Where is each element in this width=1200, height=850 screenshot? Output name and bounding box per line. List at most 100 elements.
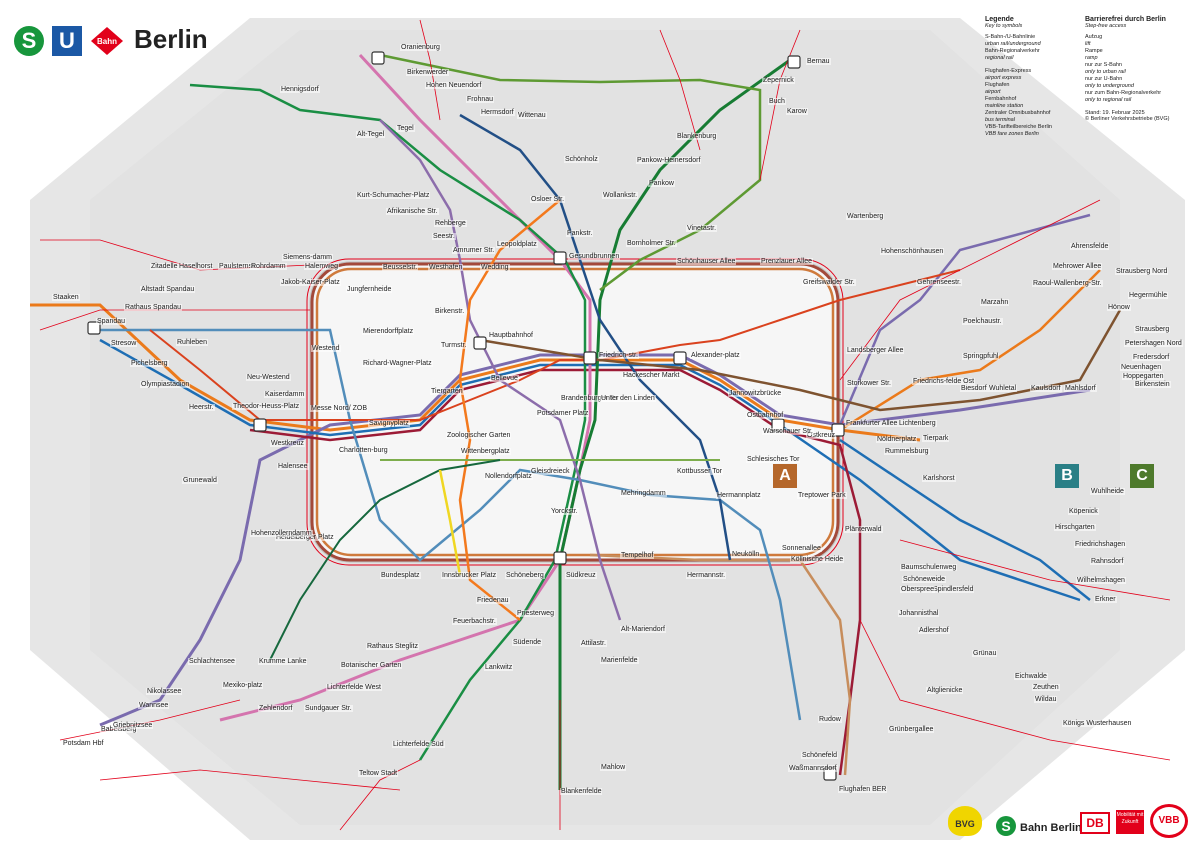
- legend-item: Flughafen-Express: [985, 68, 1032, 74]
- legend-item: airport: [985, 89, 1001, 95]
- fare-zone-c-label: C: [1130, 464, 1154, 488]
- station-label-amrumer: Amrumer Str.: [452, 247, 496, 254]
- station-label-storkower: Storkower Str.: [846, 380, 892, 387]
- station-label-gruenbergallee: Grünbergallee: [888, 726, 935, 733]
- station-label-rathaus_spandau: Rathaus Spandau: [124, 304, 183, 311]
- station-label-wilhelmshagen: Wilhelmshagen: [1076, 577, 1126, 584]
- station-label-vinetastr: Vinetastr.: [686, 225, 718, 232]
- station-label-nikolassee: Nikolassee: [146, 688, 183, 695]
- legend-item: VBB-Tarifteilbereiche Berlin: [985, 124, 1052, 130]
- station-label-suedende: Südende: [512, 639, 543, 646]
- db-bahn-logo: Bahn: [91, 27, 123, 55]
- legend-item: Bahn-Regionalverkehr: [985, 48, 1040, 54]
- station-label-prenzlauer: Prenzlauer Allee: [760, 258, 813, 265]
- s5-east: [839, 269, 1101, 432]
- station-label-mierendorffplatz: Mierendorffplatz: [362, 328, 415, 335]
- station-label-zitadelle: Zitadelle: [150, 263, 179, 270]
- major-station-markers: [87, 51, 845, 781]
- station-label-friedenau: Friedenau: [476, 597, 510, 604]
- station-label-paulsternstr: Paulsternstr.: [218, 263, 259, 270]
- station-label-hoenow: Hönow: [1107, 304, 1131, 311]
- bvg-logo: BVG: [948, 806, 982, 836]
- station-label-noeldnerplatz: Nöldnerplatz: [876, 436, 918, 443]
- station-label-schoeneweide: Schöneweide: [902, 576, 947, 583]
- station-label-richard_wagner: Richard-Wagner-Platz: [362, 360, 433, 367]
- station-label-erkner: Erkner: [1094, 596, 1117, 603]
- station-label-bundesplatz: Bundesplatz: [380, 572, 421, 579]
- station-label-wollankstr: Wollankstr.: [602, 192, 639, 199]
- access-item: nur zur U-Bahn: [1085, 76, 1123, 82]
- station-label-rehberge: Rehberge: [434, 220, 467, 227]
- station-label-brandenburger_tor: Brandenburger Tor: [560, 395, 621, 402]
- station-label-friedrichstr: Friedrich-str.: [598, 352, 639, 359]
- station-label-friedrichshagen: Friedrichshagen: [1074, 541, 1127, 548]
- legend-item: urban rail/underground: [985, 41, 1041, 47]
- station-label-raoul_wallenberg: Raoul-Wallenberg-Str.: [1032, 280, 1103, 287]
- station-label-wittenau: Wittenau: [517, 112, 547, 119]
- accessibility-legend: Barrierefrei durch Berlin Step-free acce…: [1085, 16, 1185, 122]
- station-label-mahlow: Mahlow: [600, 764, 627, 771]
- station-label-attilastr: Attilastr.: [580, 640, 607, 647]
- station-label-rummelsburg: Rummelsburg: [884, 448, 930, 455]
- station-label-landsberger: Landsberger Allee: [846, 347, 905, 354]
- station-label-fredersdorf: Fredersdorf: [1132, 354, 1171, 361]
- station-label-ostkreuz: Ostkreuz: [806, 432, 837, 439]
- station-label-hermannplatz: Hermannplatz: [716, 492, 762, 499]
- u6-line: [379, 119, 622, 621]
- station-label-strausberg_nord: Strausberg Nord: [1115, 268, 1169, 275]
- station-label-hohenzollerndamm: Hohenzollerndamm: [250, 530, 313, 537]
- station-label-hegermuehle: Hegermühle: [1128, 292, 1169, 299]
- station-label-wittenbergplatz: Wittenbergplatz: [460, 448, 511, 455]
- station-label-zepernick: Zepernick: [762, 77, 795, 84]
- station-label-messe_nord: Messe Nord/ ZOB: [310, 405, 369, 412]
- station-label-frankfurter_allee: Frankfurter Allee: [845, 420, 899, 427]
- station-label-oranienburg: Oranienburg: [400, 44, 441, 51]
- station-label-blankenburg2: Pankow-Heinersdorf: [636, 157, 702, 164]
- fare-zone-b-label: B: [1055, 464, 1079, 488]
- station-label-koepenick: Köpenick: [1068, 508, 1099, 515]
- station-label-alt_mariendorf: Alt-Mariendorf: [620, 626, 666, 633]
- legend-item: S-Bahn-/U-Bahnlinie: [985, 34, 1036, 40]
- access-item: only to underground: [1085, 83, 1134, 89]
- station-label-gruenau: Grünau: [972, 650, 998, 657]
- station-label-rahnsdorf: Rahnsdorf: [1090, 558, 1125, 565]
- station-label-wuhletal: Wuhletal: [988, 385, 1018, 392]
- station-label-birkenstein: Birkenstein: [1134, 381, 1171, 388]
- station-label-kurt_schumacher: Kurt-Schumacher-Platz: [356, 192, 431, 199]
- ringbahn-s41: [310, 262, 840, 562]
- station-label-rudow: Rudow: [818, 716, 842, 723]
- station-label-hauptbahnhof: Hauptbahnhof: [488, 332, 534, 339]
- station-label-olympiastadion: Olympiastadion: [140, 381, 191, 388]
- access-subtitle: Step-free access: [1085, 23, 1127, 29]
- station-label-lichtenberg: Lichtenberg: [898, 420, 937, 427]
- station-label-krumme_lanke: Krumme Lanke: [258, 658, 308, 665]
- station-label-birkenstr: Birkenstr.: [434, 308, 466, 315]
- station-label-poelchaustr: Poelchaustr.: [962, 318, 1003, 325]
- station-label-johannisthal: Johannisthal: [898, 610, 940, 617]
- station-label-theodor_heuss: Theodor-Heuss-Platz: [232, 403, 301, 410]
- station-label-griebnitzsee: Griebnitzsee: [112, 722, 154, 729]
- station-label-siemensdamm: Siemens-damm: [282, 254, 334, 261]
- station-label-tempelhof: Tempelhof: [620, 552, 655, 559]
- ringbahn-s42: [315, 267, 835, 557]
- legend: Legende Key to symbols S-Bahn-/U-Bahnlin…: [985, 16, 1085, 138]
- stadtbahn-s9: [249, 368, 862, 776]
- station-label-westend: Westend: [311, 345, 341, 352]
- station-label-treptower: Treptower Park: [797, 492, 847, 499]
- station-label-plaenterwald: Plänterwald: [844, 526, 883, 533]
- station-label-tegel: Tegel: [396, 125, 415, 132]
- fare-zone-a-label: A: [773, 464, 797, 488]
- station-label-zoo: Zoologischer Garten: [446, 432, 512, 439]
- station-label-altstadt_spandau: Altstadt Spandau: [140, 286, 196, 293]
- sbahn-logo: S: [14, 26, 44, 56]
- u2-line: [149, 269, 961, 421]
- station-label-wannsee: Wannsee: [138, 702, 170, 709]
- station-label-stresow: Stresow: [110, 340, 138, 347]
- station-label-spindlersfeld: Spindlersfeld: [932, 586, 975, 593]
- station-label-zehlendorf: Zehlendorf: [258, 705, 294, 712]
- station-label-potsdamer_platz: Potsdamer Platz: [536, 410, 590, 417]
- station-label-schoenefeld: Schönefeld: [801, 752, 839, 759]
- station-label-blankenburg: Blankenburg: [676, 133, 718, 140]
- station-label-gesundbrunnen: Gesundbrunnen: [568, 253, 621, 260]
